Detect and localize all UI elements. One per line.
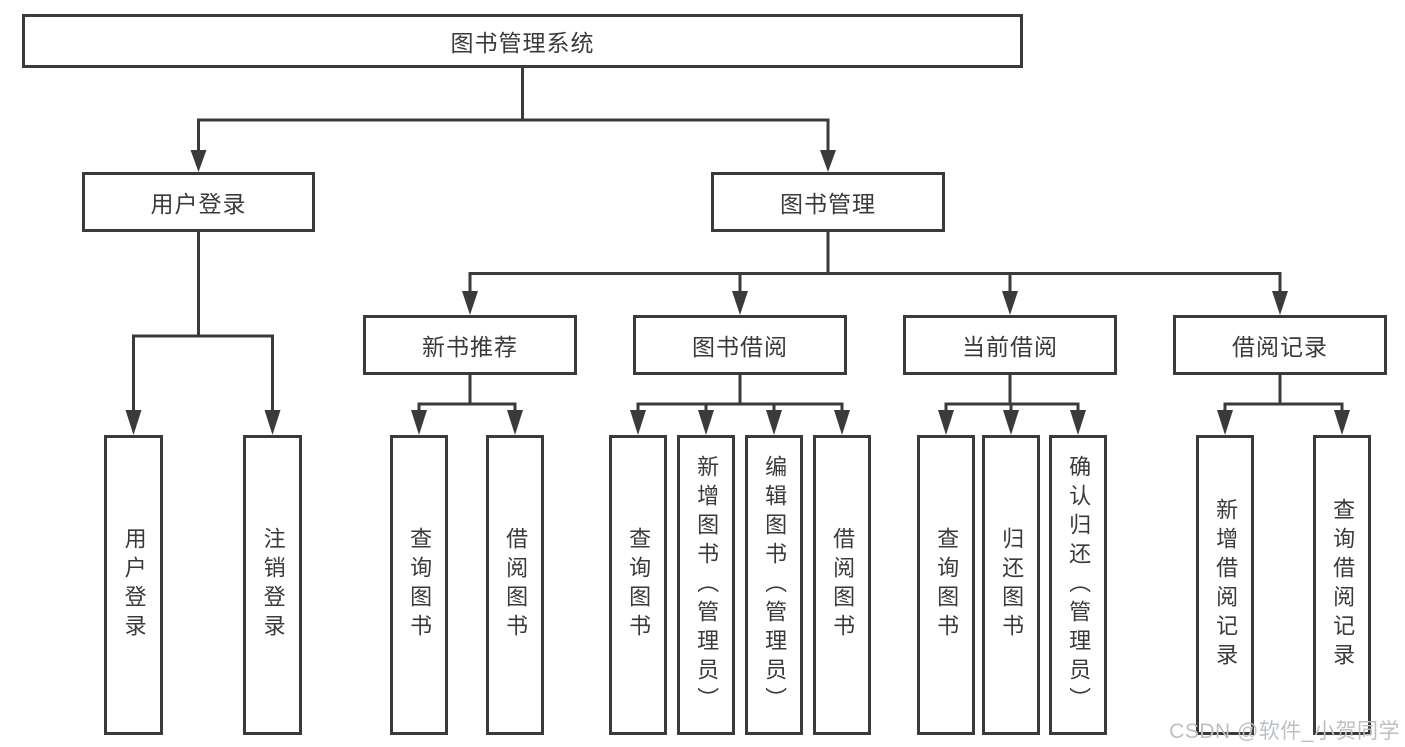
arrowheads xyxy=(125,150,1350,435)
connector-strokes xyxy=(132,68,1344,412)
node-leaf-logout: 注销登录 xyxy=(243,435,302,735)
node-new-book-recommend: 新书推荐 xyxy=(363,315,577,375)
node-leaf-query-books-3: 查询图书 xyxy=(917,435,975,735)
node-book-management: 图书管理 xyxy=(711,172,945,232)
node-leaf-confirm-return-admin: 确认归还（管理员） xyxy=(1049,435,1107,735)
node-leaf-query-borrow-record: 查询借阅记录 xyxy=(1313,435,1371,735)
node-borrow-records: 借阅记录 xyxy=(1173,315,1387,375)
leaf-label: 查询借阅记录 xyxy=(1330,498,1356,672)
leaf-label: 编辑图书（管理员） xyxy=(762,454,788,716)
node-leaf-return-books: 归还图书 xyxy=(982,435,1040,735)
leaf-label: 注销登录 xyxy=(260,527,286,643)
leaf-label: 确认归还（管理员） xyxy=(1066,454,1092,716)
leaf-label: 用户登录 xyxy=(121,527,147,643)
node-leaf-add-borrow-record: 新增借阅记录 xyxy=(1196,435,1254,735)
leaf-label: 查询图书 xyxy=(626,527,652,643)
leaf-label: 查询图书 xyxy=(407,527,433,643)
node-leaf-borrow-books-1: 借阅图书 xyxy=(486,435,544,735)
csdn-watermark: CSDN @软件_小贺同学 xyxy=(1169,720,1400,743)
node-root: 图书管理系统 xyxy=(22,14,1023,68)
leaf-label: 新增借阅记录 xyxy=(1213,498,1239,672)
leaf-label: 借阅图书 xyxy=(503,527,529,643)
leaf-label: 归还图书 xyxy=(999,527,1025,643)
node-leaf-borrow-books-2: 借阅图书 xyxy=(813,435,871,735)
leaf-label: 借阅图书 xyxy=(830,527,856,643)
node-leaf-query-books-2: 查询图书 xyxy=(609,435,667,735)
leaf-label: 新增图书（管理员） xyxy=(694,454,720,716)
node-current-borrow: 当前借阅 xyxy=(903,315,1117,375)
node-leaf-add-books-admin: 新增图书（管理员） xyxy=(677,435,735,735)
node-leaf-user-login: 用户登录 xyxy=(104,435,163,735)
leaf-label: 查询图书 xyxy=(934,527,960,643)
node-leaf-edit-books-admin: 编辑图书（管理员） xyxy=(745,435,803,735)
node-leaf-query-books-1: 查询图书 xyxy=(390,435,448,735)
node-user-login: 用户登录 xyxy=(82,172,315,232)
node-book-borrow: 图书借阅 xyxy=(633,315,847,375)
